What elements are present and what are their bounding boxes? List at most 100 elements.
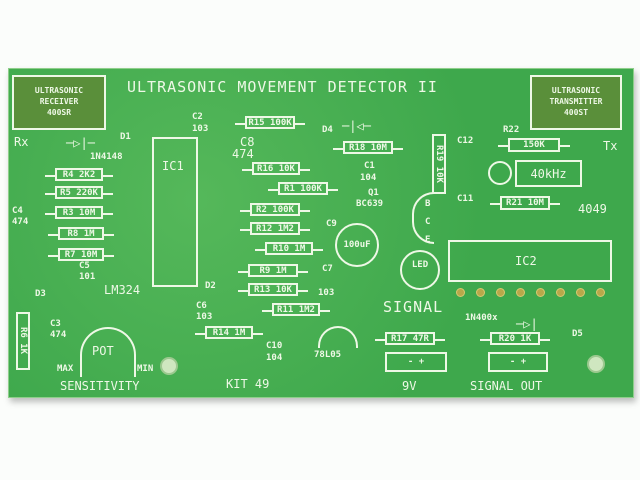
tx-label: Tx — [603, 139, 618, 153]
signal-out-label: SIGNAL OUT — [470, 379, 543, 393]
power-polarity: - + — [407, 356, 425, 367]
crystal-outline — [488, 161, 512, 185]
resistor-r11: R11 1M2 — [262, 303, 330, 316]
ic1-label: IC1 — [162, 159, 184, 173]
ic2-pad — [476, 288, 485, 297]
capacitor-c9: 100uF — [335, 223, 379, 267]
c11-label: C11 — [457, 194, 474, 204]
diode-d5-symbol: ─▷| — [516, 317, 538, 331]
signal-out-connector: - + — [488, 352, 548, 372]
c7-value: 103 — [318, 288, 335, 298]
ic2-label: IC2 — [515, 254, 537, 268]
transmitter-box: ULTRASONIC TRANSMITTER 400ST — [530, 75, 622, 130]
d5-label: D5 — [572, 329, 583, 339]
resistor-r21: R21 10M — [490, 196, 560, 210]
d3-label: D3 — [35, 289, 46, 299]
power-label: 9V — [402, 379, 417, 393]
receiver-line1: ULTRASONIC — [34, 86, 84, 96]
c4-label: C4 — [12, 206, 23, 216]
resistor-r13: R13 10K — [238, 283, 308, 296]
ic2-pad — [456, 288, 465, 297]
regulator-label: 78L05 — [314, 350, 342, 360]
resistor-r3: R3 10M — [45, 206, 113, 219]
transmitter-line2: TRANSMITTER — [549, 97, 603, 107]
resistor-r8: R8 1M — [48, 227, 114, 240]
transmitter-line1: ULTRASONIC — [551, 86, 601, 96]
resistor-r17: R17 47R — [375, 332, 445, 345]
ic2-pad — [556, 288, 565, 297]
resistor-r9: R9 1M — [238, 264, 308, 277]
oscillator-box: 40kHz — [515, 160, 582, 187]
c3-label: C3 — [50, 319, 61, 329]
c2-value: 103 — [192, 124, 209, 134]
receiver-line2: RECEIVER — [39, 97, 79, 107]
resistor-r20: R20 1K — [480, 332, 550, 345]
power-connector: - + — [385, 352, 447, 372]
q1-collector: C — [425, 217, 431, 227]
d1-label: D1 — [120, 132, 131, 142]
receiver-line3: 400SR — [46, 107, 72, 117]
q1-base: B — [425, 199, 431, 209]
c1-value: 104 — [360, 173, 377, 183]
mounting-hole — [160, 357, 178, 375]
diode-d1-symbol: ─▷|─ — [66, 136, 95, 150]
c8-label: C8 — [240, 135, 255, 149]
d5-part: 1N400x — [465, 313, 498, 323]
ic2-outline — [448, 240, 612, 282]
c12-label: C12 — [457, 136, 474, 146]
led-outline: LED — [400, 250, 440, 290]
c2-label: C2 — [192, 112, 203, 122]
resistor-r18: R18 10M — [333, 141, 403, 154]
c3-value: 474 — [50, 330, 67, 340]
d1-part: 1N4148 — [90, 152, 123, 162]
c7-label: C7 — [322, 264, 333, 274]
d4-label: D4 — [322, 125, 333, 135]
c5-label: C5 — [79, 261, 90, 271]
c6-label: C6 — [196, 301, 207, 311]
c6-value: 103 — [196, 312, 213, 322]
resistor-r1: R1 100K — [268, 182, 338, 195]
mounting-hole — [587, 355, 605, 373]
resistor-r15: R15 100K — [235, 116, 305, 129]
c8-value: 474 — [232, 147, 254, 161]
c5-value: 101 — [79, 272, 96, 282]
diode-d4-symbol: ─|◁─ — [342, 119, 371, 133]
resistor-r12: R12 1M2 — [240, 222, 310, 235]
kit-number: KIT 49 — [226, 377, 270, 391]
c10-label: C10 — [266, 341, 283, 351]
resistor-r22: 150K — [498, 138, 570, 152]
rx-label: Rx — [14, 135, 29, 149]
transmitter-line3: 400ST — [563, 107, 589, 117]
ic1-part: LM324 — [104, 283, 141, 297]
q1-emitter: E — [425, 235, 431, 245]
c1-label: C1 — [364, 161, 375, 171]
resistor-r10: R10 1M — [255, 242, 323, 255]
ic2-part: 4049 — [578, 202, 607, 216]
board-title: ULTRASONIC MOVEMENT DETECTOR II — [127, 78, 438, 96]
resistor-r2: R2 100K — [240, 203, 310, 216]
c10-value: 104 — [266, 353, 283, 363]
pot-max-label: MAX — [57, 364, 74, 374]
resistor-r7: R7 10M — [48, 248, 114, 261]
ic1-outline — [152, 137, 198, 287]
pot-min-label: MIN — [137, 364, 154, 374]
resistor-r16: R16 10K — [242, 162, 310, 175]
signal-out-polarity: - + — [509, 356, 527, 367]
signal-label: SIGNAL — [383, 298, 444, 316]
d2-label: D2 — [205, 281, 216, 291]
ic2-pad — [496, 288, 505, 297]
resistor-r19: R19 10K — [432, 134, 446, 194]
receiver-box: ULTRASONIC RECEIVER 400SR — [12, 75, 106, 130]
pot-label: POT — [92, 344, 114, 358]
resistor-r14: R14 1M — [195, 326, 263, 339]
q1-label: Q1 — [368, 188, 379, 198]
pot-outline — [80, 327, 136, 377]
ic2-pad — [536, 288, 545, 297]
resistor-r4: R4 2K2 — [45, 168, 113, 181]
c4-value: 474 — [12, 217, 29, 227]
resistor-r5: R5 220K — [45, 186, 113, 199]
sensitivity-label: SENSITIVITY — [60, 379, 140, 393]
resistor-r6: R6 1K — [16, 312, 30, 370]
ic2-pad — [516, 288, 525, 297]
